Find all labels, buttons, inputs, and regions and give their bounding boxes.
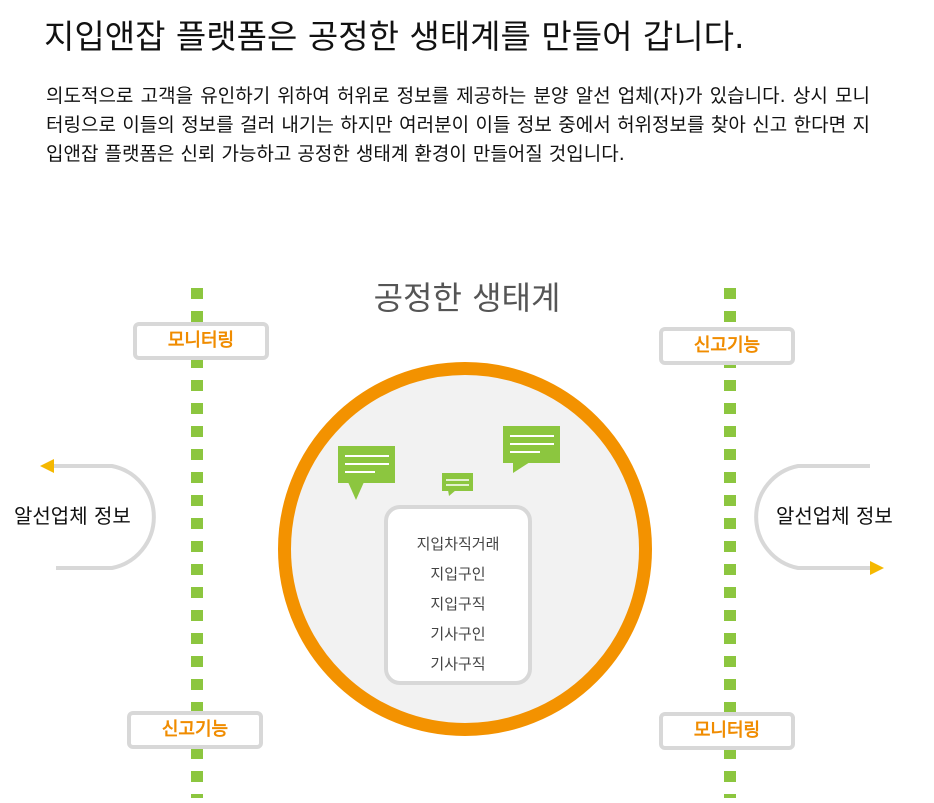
- service-item: 지입구인: [430, 565, 486, 583]
- right-broker-info-label: 알선업체 정보: [776, 504, 893, 528]
- service-item: 지입구직: [430, 595, 486, 613]
- right-report-tag: 신고기능: [659, 327, 795, 365]
- left-monitoring-tag: 모니터링: [133, 322, 269, 360]
- ecosystem-title: 공정한 생태계: [373, 279, 561, 317]
- right-dotted-line: [724, 288, 736, 798]
- left-dotted-line: [191, 288, 203, 798]
- arrow-left-icon: [40, 459, 156, 570]
- service-item: 기사구직: [430, 655, 486, 673]
- left-broker-info-label: 알선업체 정보: [14, 504, 131, 528]
- service-item: 지입차직거래: [416, 535, 500, 553]
- chat-bubble-icon: [503, 426, 560, 473]
- service-list: 지입차직거래 지입구인 지입구직 기사구인 기사구직: [384, 505, 532, 685]
- right-monitoring-tag: 모니터링: [659, 712, 795, 750]
- chat-bubble-icon: [338, 446, 395, 500]
- left-report-tag: 신고기능: [127, 711, 263, 749]
- description: 의도적으로 고객을 유인하기 위하여 허위로 정보를 제공하는 분양 알선 업체…: [46, 85, 870, 165]
- chat-bubble-icon: [442, 473, 473, 496]
- service-item: 기사구인: [430, 625, 486, 643]
- headline: 지입앤잡 플랫폼은 공정한 생태계를 만들어 갑니다.: [44, 17, 745, 56]
- arrow-right-icon: [754, 464, 884, 575]
